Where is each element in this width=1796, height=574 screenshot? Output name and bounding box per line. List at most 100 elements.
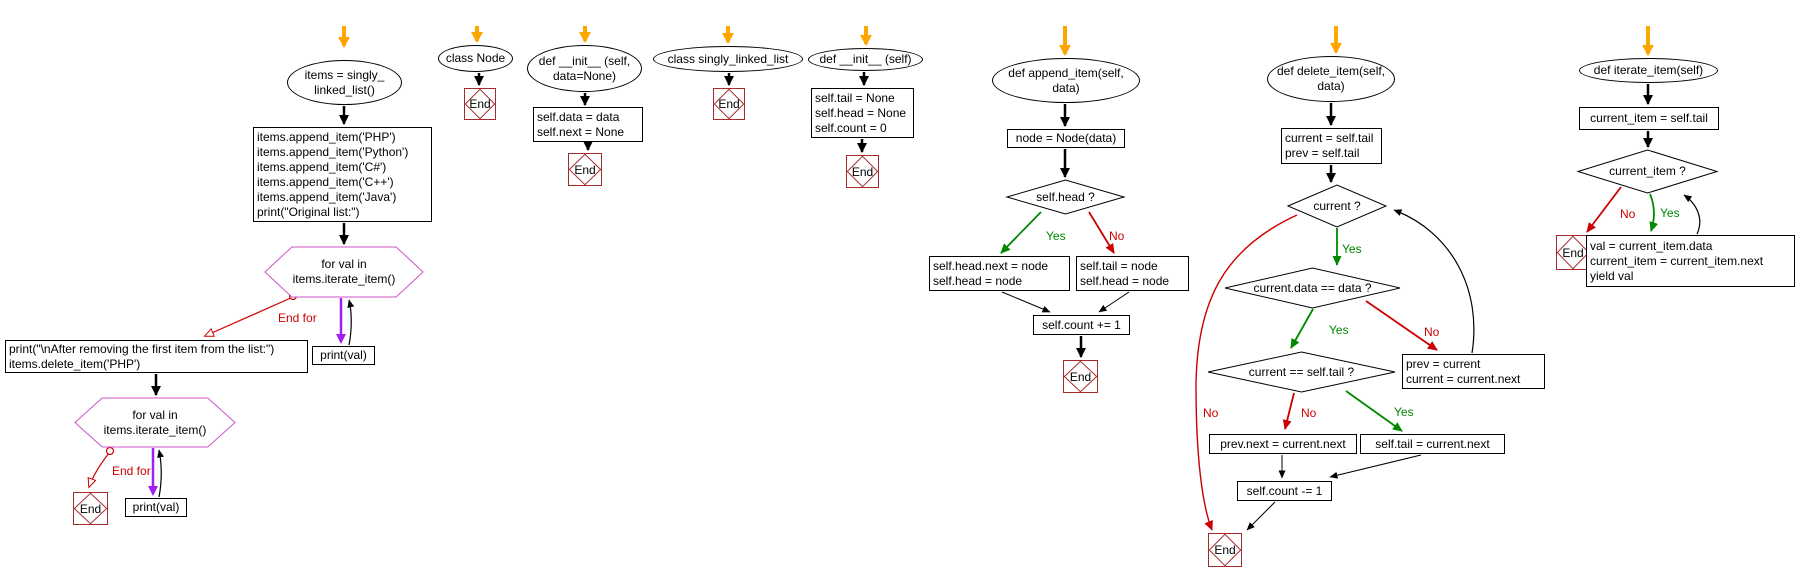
class-sll-end-text: End xyxy=(718,97,740,111)
main-end-node: End xyxy=(73,492,108,525)
delete-count-text: self.count -= 1 xyxy=(1246,483,1323,498)
class-node-terminal: class Node xyxy=(438,45,513,72)
delete-end: End xyxy=(1208,533,1242,567)
iterate-init-text: current_item = self.tail xyxy=(1590,111,1708,125)
append-no-label: No xyxy=(1109,229,1125,243)
iterate-end-text: End xyxy=(1562,245,1584,260)
main-start-terminal: items = singly_ linked_list() xyxy=(287,60,402,105)
main-print-val-1-text: print(val) xyxy=(320,348,367,362)
delete-no-label-advance: No xyxy=(1424,325,1440,339)
delete-yes-label-tail: Yes xyxy=(1394,405,1414,419)
delete-end-text: End xyxy=(1214,543,1236,557)
main-delete-call-text: print("\nAfter removing the first item f… xyxy=(9,341,275,371)
class-node-end: End xyxy=(464,88,496,120)
main-endfor-label-2: End for xyxy=(112,464,151,478)
loop-return-arrows xyxy=(157,194,1701,498)
delete-current-decision: current ? xyxy=(1288,185,1386,227)
main-for-loop-1: for val in items.iterate_item() xyxy=(265,247,423,297)
delete-unlink-tail-text: self.tail = current.next xyxy=(1375,436,1490,451)
iterate-decision-text: current_item ? xyxy=(1609,164,1686,178)
start-arrows xyxy=(338,26,1654,56)
main-print-val-2: print(val) xyxy=(125,498,187,517)
main-end-text: End xyxy=(79,501,102,516)
append-count-text: self.count += 1 xyxy=(1042,317,1121,332)
delete-unlink-middle-box: prev.next = current.next xyxy=(1209,434,1357,454)
delete-data-decision: current.data == data ? xyxy=(1225,268,1400,308)
append-count-box: self.count += 1 xyxy=(1033,315,1130,335)
append-head-decision: self.head ? xyxy=(1007,180,1124,214)
delete-current-decision-text: current ? xyxy=(1313,198,1361,213)
delete-tail-decision-text: current == self.tail ? xyxy=(1248,364,1355,379)
delete-unlink-tail-box: self.tail = current.next xyxy=(1360,434,1505,454)
append-end: End xyxy=(1063,360,1098,393)
delete-init-box: current = self.tail prev = self.tail xyxy=(1281,128,1382,164)
delete-terminal: def delete_item(self, data) xyxy=(1267,56,1395,102)
append-yes-branch-box: self.head.next = node self.head = node xyxy=(929,256,1070,291)
list-init-title-text: def __init__ (self) xyxy=(819,52,912,66)
delete-no-label-middle: No xyxy=(1301,406,1317,420)
list-init-body-text: self.tail = None self.head = None self.c… xyxy=(815,90,907,135)
append-yes-branch-text: self.head.next = node self.head = node xyxy=(933,258,1049,288)
append-title-text: def append_item(self, data) xyxy=(1008,65,1124,95)
list-init-end-text: End xyxy=(851,164,874,179)
loop-body-arrows xyxy=(148,298,346,496)
delete-data-decision-text: current.data == data ? xyxy=(1253,280,1372,295)
node-init-terminal: def __init__ (self, data=None) xyxy=(527,45,642,92)
delete-advance-text: prev = current current = current.next xyxy=(1406,356,1521,386)
iterate-title-text: def iterate_item(self) xyxy=(1593,63,1704,77)
node-init-body-box: self.data = data self.next = None xyxy=(533,107,643,142)
class-sll-text: class singly_linked_list xyxy=(667,51,789,66)
endfor-connectors xyxy=(89,291,298,488)
delete-title-text: def delete_item(self, data) xyxy=(1276,64,1386,93)
merge-arrows xyxy=(1001,291,1422,531)
no-arrows xyxy=(1088,186,1622,531)
main-start-text: items = singly_ linked_list() xyxy=(304,67,385,97)
delete-count-box: self.count -= 1 xyxy=(1237,481,1332,501)
iterate-yes-label: Yes xyxy=(1660,206,1680,220)
append-end-text: End xyxy=(1069,369,1092,384)
main-delete-call-box: print("\nAfter removing the first item f… xyxy=(5,340,308,373)
delete-tail-decision: current == self.tail ? xyxy=(1208,352,1395,392)
iterate-terminal: def iterate_item(self) xyxy=(1579,58,1718,83)
append-create-node-box: node = Node(data) xyxy=(1007,129,1125,148)
append-create-node-text: node = Node(data) xyxy=(1015,131,1117,145)
list-init-terminal: def __init__ (self) xyxy=(808,48,923,71)
main-append-calls-box: items.append_item('PHP') items.append_it… xyxy=(253,127,432,222)
delete-yes-label-2: Yes xyxy=(1329,323,1349,337)
iterate-init-box: current_item = self.tail xyxy=(1579,107,1719,130)
append-no-branch-text: self.tail = node self.head = node xyxy=(1080,258,1170,288)
delete-advance-box: prev = current current = current.next xyxy=(1402,354,1545,389)
iterate-end: End xyxy=(1556,235,1590,270)
main-for-loop-1-text: for val in items.iterate_item() xyxy=(292,257,396,286)
node-init-end-text: End xyxy=(574,162,596,177)
iterate-body-box: val = current_item.data current_item = c… xyxy=(1586,235,1795,287)
append-no-branch-box: self.tail = node self.head = node xyxy=(1076,256,1189,291)
main-endfor-label-1: End for xyxy=(278,311,317,325)
delete-init-text: current = self.tail prev = self.tail xyxy=(1285,131,1374,160)
append-head-decision-text: self.head ? xyxy=(1036,189,1095,204)
delete-unlink-middle-text: prev.next = current.next xyxy=(1220,436,1346,451)
delete-yes-label-1: Yes xyxy=(1342,242,1362,256)
append-terminal: def append_item(self, data) xyxy=(992,58,1140,103)
iterate-body-text: val = current_item.data current_item = c… xyxy=(1590,238,1764,283)
node-init-body-text: self.data = data self.next = None xyxy=(537,109,625,139)
list-init-body-box: self.tail = None self.head = None self.c… xyxy=(811,88,914,138)
main-for-loop-2-text: for val in items.iterate_item() xyxy=(103,407,207,437)
flow-arrows xyxy=(151,72,1653,396)
node-init-title-text: def __init__ (self, data=None) xyxy=(538,53,631,83)
class-node-end-text: End xyxy=(469,97,491,111)
list-init-end: End xyxy=(846,155,879,188)
class-node-text: class Node xyxy=(445,51,506,65)
delete-no-label-outer: No xyxy=(1203,406,1219,420)
main-append-calls-text: items.append_item('PHP') items.append_it… xyxy=(257,129,409,219)
iterate-no-label: No xyxy=(1620,207,1636,221)
yes-arrows xyxy=(1000,193,1659,432)
class-sll-terminal: class singly_linked_list xyxy=(653,46,803,72)
main-print-val-1: print(val) xyxy=(312,346,375,365)
main-for-loop-2: for val in items.iterate_item() xyxy=(75,398,235,447)
main-print-val-2-text: print(val) xyxy=(132,500,180,514)
append-yes-label: Yes xyxy=(1046,229,1066,243)
class-sll-end: End xyxy=(713,88,745,120)
